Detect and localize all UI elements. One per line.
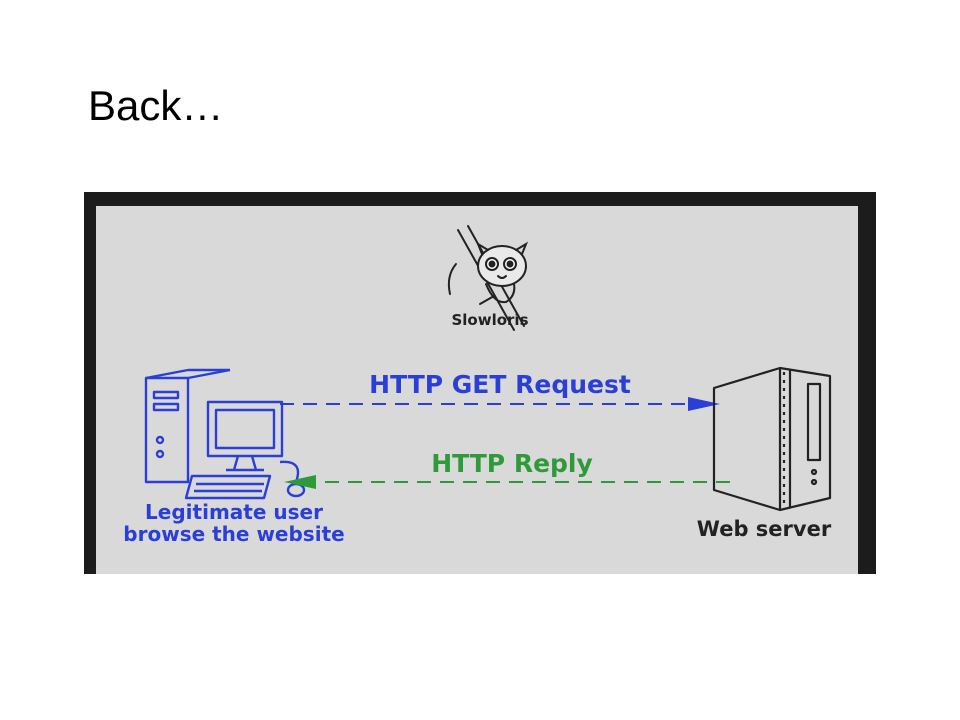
reply-arrowhead-icon [284,475,316,489]
slowloris-diagram: Slowloris Legitimate user browse the web… [84,192,876,574]
diagram-canvas [96,206,858,574]
request-label: HTTP GET Request [369,370,631,399]
request-arrowhead-icon [688,397,720,411]
client-computer-icon [144,368,306,500]
mascot-label: Slowloris [451,311,528,329]
server-label: Web server [697,517,832,541]
slowloris-mascot-icon [447,225,529,331]
reply-label: HTTP Reply [431,449,593,478]
client-label-line2: browse the website [123,522,344,546]
web-server-icon [712,366,832,512]
slide-title: Back… [88,82,224,129]
video-frame: Slowloris Legitimate user browse the web… [84,192,876,574]
client-label-line1: Legitimate user [145,500,323,524]
